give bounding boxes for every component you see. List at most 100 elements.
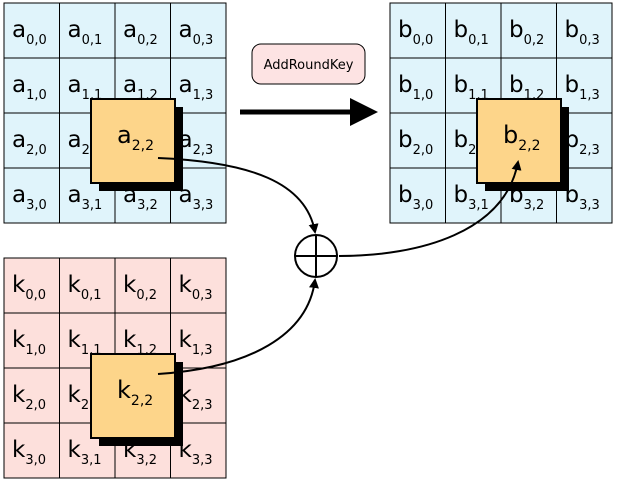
grid-cell bbox=[170, 2, 227, 59]
grid-cell bbox=[3, 257, 60, 314]
cell-subscript: 0,3 bbox=[579, 33, 600, 48]
cell-label: k0,2 bbox=[123, 272, 157, 303]
cell-letter: k bbox=[12, 272, 26, 298]
cell-subscript: 2,0 bbox=[25, 398, 46, 413]
cell-subscript: 2,0 bbox=[26, 143, 47, 158]
cell-letter: a bbox=[123, 17, 137, 43]
cell-label: b0,2 bbox=[509, 17, 544, 48]
highlight-label: k2,2 bbox=[117, 376, 153, 409]
cell-subscript: 0,2 bbox=[524, 33, 545, 48]
cell-label: a2,0 bbox=[12, 127, 47, 158]
round-key-grid-k: k0,0k0,1k0,2k0,3k1,0k1,1k1,2k1,3k2,0k2,1… bbox=[3, 257, 227, 479]
cell-letter: b bbox=[565, 72, 580, 98]
cell-subscript: 0,3 bbox=[192, 288, 213, 303]
cell-letter: k bbox=[12, 327, 26, 353]
cell-subscript: 1,3 bbox=[193, 88, 214, 103]
cell-subscript: 2,3 bbox=[192, 398, 213, 413]
grid-cell bbox=[170, 312, 227, 369]
cell-letter: a bbox=[123, 72, 137, 98]
cell-letter: k bbox=[68, 437, 82, 463]
cell-subscript: 0,3 bbox=[193, 33, 214, 48]
cell-letter: k bbox=[123, 272, 137, 298]
cell-label: b3,0 bbox=[398, 182, 433, 213]
cell-label: a3,1 bbox=[68, 182, 103, 213]
cell-label: b0,3 bbox=[565, 17, 600, 48]
grid-cell bbox=[114, 2, 171, 59]
cell-label: b1,0 bbox=[398, 72, 433, 103]
cell-subscript: 3,3 bbox=[192, 453, 213, 468]
cell-label: k3,0 bbox=[12, 437, 46, 468]
highlight-cell bbox=[90, 98, 176, 184]
cell-label: b0,0 bbox=[398, 17, 433, 48]
cell-letter: b bbox=[398, 72, 413, 98]
cell-letter: k bbox=[68, 382, 82, 408]
cell-letter: b bbox=[509, 72, 524, 98]
cell-label: a1,3 bbox=[179, 72, 214, 103]
cell-subscript: 1,3 bbox=[579, 88, 600, 103]
cell-letter: a bbox=[179, 17, 193, 43]
cell-subscript: 3,2 bbox=[524, 198, 545, 213]
state-grid-a: a0,0a0,1a0,2a0,3a1,0a1,1a1,2a1,3a2,0a2,1… bbox=[3, 2, 227, 224]
grid-cell bbox=[170, 257, 227, 314]
highlight-label-subscript: 2,2 bbox=[131, 393, 153, 409]
cell-letter: k bbox=[179, 272, 193, 298]
cell-label: k0,1 bbox=[68, 272, 102, 303]
cell-letter: b bbox=[565, 17, 580, 43]
transform-arrow-head bbox=[350, 98, 378, 126]
cell-subscript: 3,0 bbox=[26, 198, 47, 213]
cell-subscript: 1,0 bbox=[26, 88, 47, 103]
add-round-key-label: AddRoundKey bbox=[251, 43, 366, 85]
cell-subscript: 2,3 bbox=[193, 143, 214, 158]
highlight-label-subscript: 2,2 bbox=[518, 138, 540, 154]
cell-letter: a bbox=[12, 182, 26, 208]
cell-letter: k bbox=[123, 327, 137, 353]
cell-subscript: 0,2 bbox=[137, 33, 158, 48]
cell-label: a0,3 bbox=[179, 17, 214, 48]
grid-cell bbox=[3, 57, 60, 114]
cell-label: a0,1 bbox=[68, 17, 103, 48]
cell-letter: b bbox=[454, 17, 469, 43]
cell-letter: b bbox=[454, 72, 469, 98]
cell-label: k1,0 bbox=[12, 327, 46, 358]
cell-subscript: 3,2 bbox=[136, 453, 157, 468]
cell-label: b1,3 bbox=[565, 72, 600, 103]
highlight-label: b2,2 bbox=[503, 121, 541, 154]
cell-subscript: 0,1 bbox=[82, 33, 103, 48]
cell-letter: a bbox=[12, 72, 26, 98]
cell-label: k3,1 bbox=[68, 437, 102, 468]
grid-cell bbox=[3, 367, 60, 424]
connector-xor-to-b bbox=[338, 160, 522, 257]
cell-subscript: 0,0 bbox=[25, 288, 46, 303]
cell-letter: k bbox=[179, 327, 193, 353]
grid-cell bbox=[3, 422, 60, 479]
cell-label: k2,0 bbox=[12, 382, 46, 413]
add-round-key-box bbox=[251, 43, 366, 85]
cell-label: b0,1 bbox=[454, 17, 489, 48]
grid-cell bbox=[114, 257, 171, 314]
cell-letter: b bbox=[398, 182, 413, 208]
cell-subscript: 3,3 bbox=[193, 198, 214, 213]
cell-letter: a bbox=[68, 182, 82, 208]
cell-label: a1,0 bbox=[12, 72, 47, 103]
cell-letter: a bbox=[68, 17, 82, 43]
cell-subscript: 0,2 bbox=[136, 288, 157, 303]
grid-cell bbox=[389, 167, 446, 224]
cell-subscript: 2,3 bbox=[579, 143, 600, 158]
cell-subscript: 0,1 bbox=[468, 33, 489, 48]
cell-subscript: 1,0 bbox=[413, 88, 434, 103]
connector-a-to-xor bbox=[157, 157, 319, 234]
cell-subscript: 1,3 bbox=[192, 343, 213, 358]
cell-subscript: 2,0 bbox=[413, 143, 434, 158]
cell-label: b3,1 bbox=[454, 182, 489, 213]
cell-letter: k bbox=[12, 382, 26, 408]
cell-subscript: 3,2 bbox=[137, 198, 158, 213]
cell-subscript: 0,0 bbox=[413, 33, 434, 48]
cell-letter: a bbox=[68, 72, 82, 98]
add-round-key-text: AddRoundKey bbox=[264, 58, 354, 73]
grid-cell bbox=[3, 312, 60, 369]
highlight-cell bbox=[90, 353, 176, 439]
transform-arrow bbox=[240, 98, 378, 126]
cell-subscript: 0,0 bbox=[26, 33, 47, 48]
grid-cell bbox=[170, 57, 227, 114]
